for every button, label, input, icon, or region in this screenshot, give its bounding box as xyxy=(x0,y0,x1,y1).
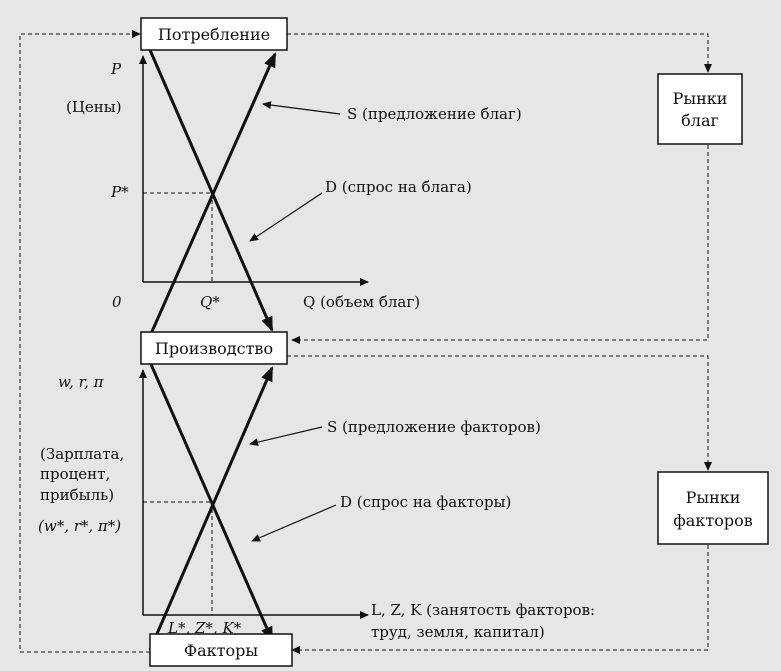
flow-factor-market-to-factors xyxy=(291,545,709,654)
box-factor-market-line2: факторов xyxy=(673,511,752,530)
factor-supply-label: S (предложение факторов) xyxy=(327,418,541,436)
box-consumption: Потребление xyxy=(140,17,288,51)
goods-origin-label: 0 xyxy=(112,293,122,311)
box-goods-market: Рынки благ xyxy=(657,73,743,145)
dashed-flow-lines xyxy=(19,30,712,654)
factor-y-axis-label-line2: процент, xyxy=(40,465,110,483)
goods-demand-curve xyxy=(148,49,274,332)
box-goods-market-line2: благ xyxy=(681,111,719,130)
factor-y-axis-label-line3: прибыль) xyxy=(40,486,114,504)
factor-supply-pointer xyxy=(249,426,323,447)
goods-supply-label: S (предложение благ) xyxy=(347,105,522,123)
factor-x-axis-label-line1: L, Z, K (занятость факторов: xyxy=(371,601,595,619)
flow-production-to-factor-market xyxy=(287,355,712,471)
goods-equilibrium-price-label: P* xyxy=(110,183,129,201)
factor-equilibrium-price-label: (w*, r*, π*) xyxy=(38,517,121,535)
factor-y-axis-symbol: w, r, π xyxy=(58,373,105,391)
goods-demand-label: D (спрос на блага) xyxy=(325,178,472,196)
factor-y-axis-label-line1: (Зарплата, xyxy=(40,445,124,463)
factor-supply-curve xyxy=(148,366,274,651)
box-factor-market: Рынки факторов xyxy=(657,471,769,545)
box-consumption-label: Потребление xyxy=(158,25,270,44)
goods-market-chart: P (Цены) P* 0 Q* Q (объем благ) S (предл… xyxy=(66,49,522,337)
box-factors: Факторы xyxy=(149,633,293,667)
box-production: Производство xyxy=(140,331,288,365)
box-factor-market-line1: Рынки xyxy=(686,488,741,507)
factor-demand-curve xyxy=(148,361,274,642)
goods-y-axis-label: (Цены) xyxy=(66,98,122,116)
factor-demand-pointer xyxy=(251,504,337,542)
goods-supply-pointer xyxy=(262,101,341,115)
flow-goods-market-to-production xyxy=(291,145,709,344)
flow-factors-to-consumption xyxy=(19,30,150,653)
box-production-label: Производство xyxy=(155,339,273,358)
goods-x-axis-label: Q (объем благ) xyxy=(303,293,420,311)
box-goods-market-line1: Рынки xyxy=(673,89,728,108)
factor-equilibrium-quantity-label: L*, Z*, K* xyxy=(167,619,242,637)
box-factors-label: Факторы xyxy=(184,641,259,660)
goods-equilibrium-quantity-label: Q* xyxy=(200,293,220,311)
goods-y-axis-symbol: P xyxy=(110,60,122,78)
factor-x-axis-label-line2: труд, земля, капитал) xyxy=(371,623,545,641)
flow-consumption-to-goods-market xyxy=(287,33,712,73)
factor-demand-label: D (спрос на факторы) xyxy=(340,493,511,511)
goods-demand-pointer xyxy=(249,192,323,242)
factor-market-chart: w, r, π (Зарплата, процент, прибыль) (w*… xyxy=(38,361,595,651)
